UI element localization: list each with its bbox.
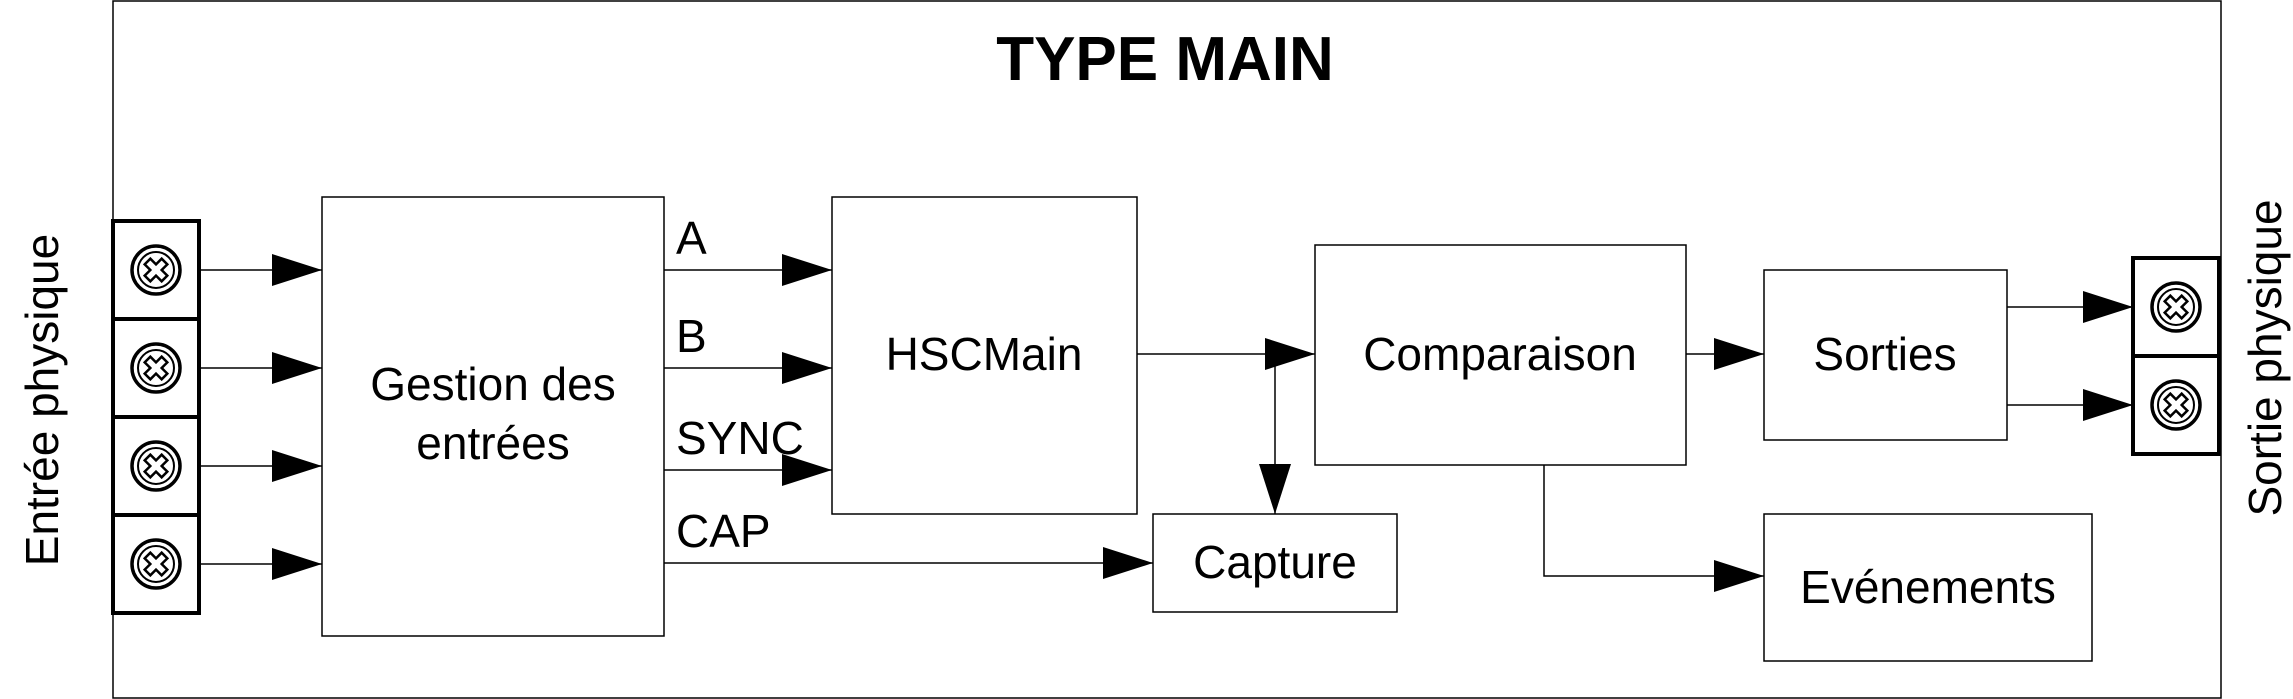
output-terminal-block <box>2131 256 2221 456</box>
events-label: Evénements <box>1800 561 2056 613</box>
events-block <box>1763 513 2093 662</box>
screw-icon <box>130 244 182 296</box>
screw-icon <box>2150 281 2202 333</box>
comparison-block <box>1314 244 1687 466</box>
input-management-label-line1: Gestion des <box>370 358 615 410</box>
signal-a-label: A <box>676 212 707 264</box>
signal-sync-label: SYNC <box>676 412 804 464</box>
comparison-label: Comparaison <box>1363 328 1637 380</box>
outputs-label: Sorties <box>1813 328 1956 380</box>
comparison-to-events-arrow <box>1543 465 1764 592</box>
screw-icon <box>130 538 182 590</box>
signal-cap-label: CAP <box>676 505 771 557</box>
signal-b-label: B <box>676 310 707 362</box>
outputs-block <box>1763 269 2008 441</box>
screw-icon <box>130 342 182 394</box>
input-management-label-line2: entrées <box>416 417 569 469</box>
screw-icon <box>130 440 182 492</box>
input-terminal-block <box>111 219 201 615</box>
diagram-title: TYPE MAIN <box>996 25 1334 94</box>
capture-block <box>1152 513 1398 613</box>
hscmain-block <box>831 196 1138 515</box>
screw-icon <box>2150 379 2202 431</box>
hscmain-label: HSCMain <box>886 328 1083 380</box>
physical-output-label: Sortie physique <box>2239 199 2291 516</box>
physical-input-label: Entrée physique <box>16 234 68 566</box>
input-management-block <box>321 196 665 637</box>
capture-label: Capture <box>1193 536 1357 588</box>
